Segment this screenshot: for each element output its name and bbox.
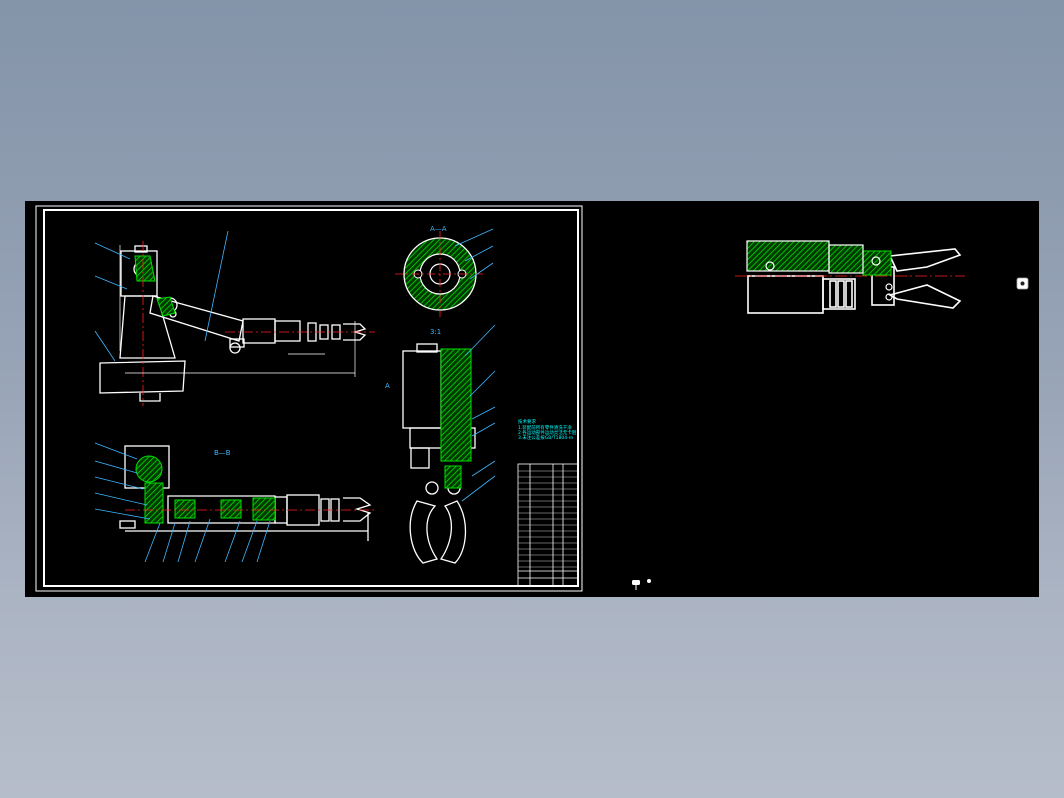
sheet-outer-border	[35, 205, 583, 592]
sheet-inner-border	[43, 209, 579, 587]
notes-line: 2.各运动部件运动灵活无卡阻	[518, 429, 577, 436]
drawing-sheet	[35, 205, 583, 592]
view-a-label: A	[385, 382, 390, 390]
front-view-hatch	[134, 255, 176, 317]
gripper-detail-hatch	[440, 348, 472, 489]
notes-line: 3.未注公差按GB/T1804-m	[518, 434, 573, 441]
gripper-detail-leaders	[461, 324, 496, 502]
section-bb-hatch	[135, 455, 276, 524]
notes-title: 技术要求	[518, 418, 536, 425]
ucs-icon	[632, 579, 651, 590]
gripper-top-view	[747, 248, 962, 314]
section-bb-label: B—B	[214, 449, 231, 457]
gripper-top-view-outline	[746, 240, 893, 301]
section-aa-view	[395, 231, 485, 317]
viewcube-icon[interactable]	[1016, 277, 1029, 290]
front-view-leaders	[94, 230, 229, 362]
section-aa-label: A—A	[430, 225, 447, 233]
parts-list-rows	[518, 470, 578, 568]
technical-notes: 技术要求 1.装配前所有零件清洗干净 2.各运动部件运动灵活无卡阻 3.未注公差…	[518, 418, 577, 441]
gripper-top-view-hatch	[746, 240, 892, 276]
cad-drawing-canvas: B—B A—A 3:1 A 技	[35, 205, 1029, 592]
scale-label: 3:1	[430, 328, 441, 336]
section-aa-leaders	[454, 228, 494, 280]
cad-viewport[interactable]: B—B A—A 3:1 A 技	[25, 201, 1039, 597]
front-view-dimensions	[119, 245, 356, 377]
front-view-centerlines	[142, 241, 375, 406]
notes-line: 1.装配前所有零件清洗干净	[518, 424, 572, 431]
section-bb-leaders	[94, 442, 271, 563]
